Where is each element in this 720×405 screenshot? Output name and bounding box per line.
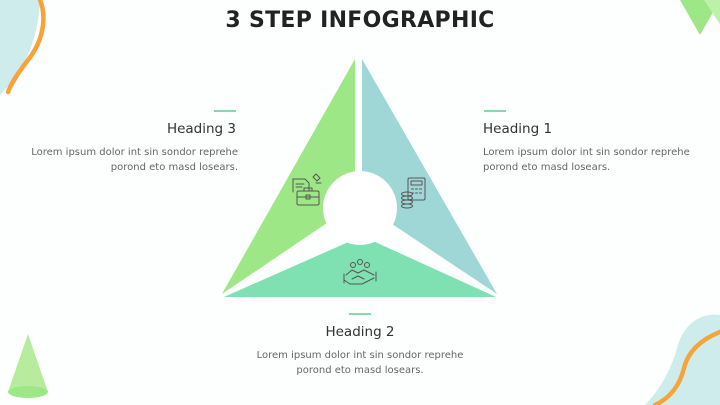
page-title: 3 STEP INFOGRAPHIC <box>225 8 495 33</box>
calculator-coins-icon <box>401 177 426 209</box>
center-circle <box>323 171 397 245</box>
heading-1-title: Heading 1 <box>483 121 553 137</box>
heading-2-accent-line <box>349 313 371 315</box>
bottom-right-orange-curve <box>652 329 720 405</box>
heading-3-body: Lorem ipsum dolor int sin sondor reprehe… <box>31 147 238 173</box>
heading-2-body: Lorem ipsum dolor int sin sondor reprehe… <box>256 350 464 376</box>
segment-heading-1 <box>362 59 497 294</box>
top-left-orange-curve <box>5 0 46 95</box>
heading-2-title: Heading 2 <box>325 324 395 340</box>
heading-1-accent-line <box>484 110 506 112</box>
heading-3-accent-line <box>214 110 236 112</box>
top-left-blob-shape <box>0 0 40 95</box>
heading-1-body: Lorem ipsum dolor int sin sondor reprehe… <box>483 147 690 173</box>
bottom-right-blob-shape <box>645 314 720 405</box>
cone-base-shape <box>8 386 48 398</box>
segment-heading-3 <box>222 59 355 294</box>
heading-3-title: Heading 3 <box>166 121 236 137</box>
handshake-icon <box>343 259 377 285</box>
cone-body-shape <box>8 334 48 392</box>
top-right-triangle-small-shape <box>704 0 720 24</box>
segment-heading-2 <box>224 236 496 297</box>
briefcase-document-icon <box>292 173 322 206</box>
